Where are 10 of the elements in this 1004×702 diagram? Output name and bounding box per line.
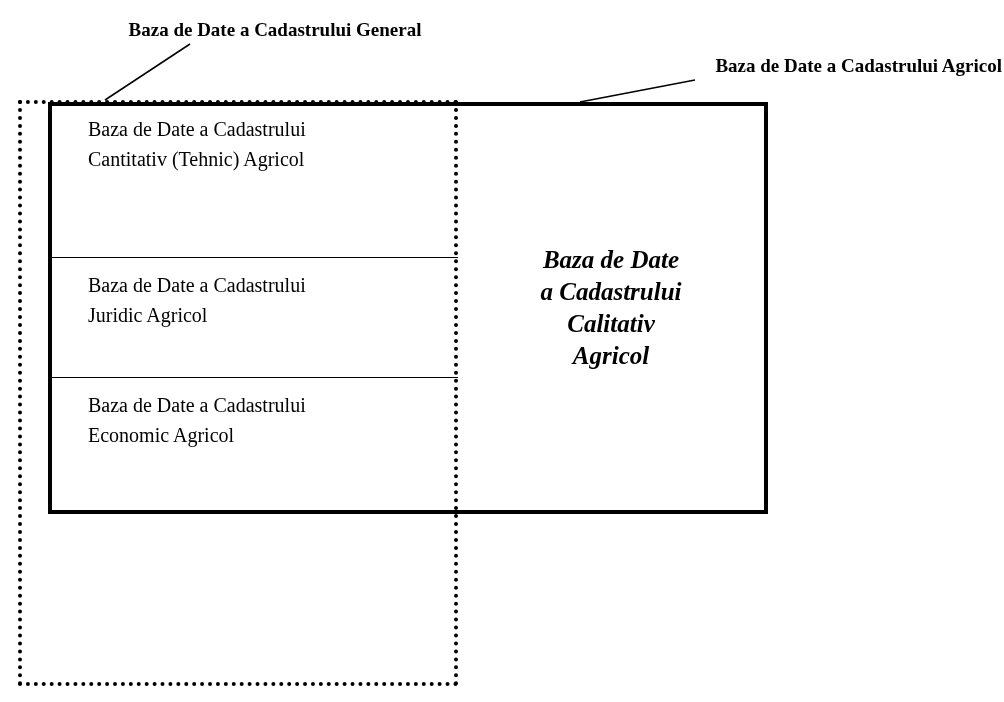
- region-text: Baza de Date a Cadastrului Calitativ Agricol: [458, 106, 764, 510]
- table-row: Baza de Date a Cadastrului Juridic Agricol: [48, 258, 458, 378]
- table-row: Baza de Date a Cadastrului Cantitativ (Tehnic) Agricol: [48, 102, 458, 258]
- heading-label: Baza de Date a Cadastrului Agricol: [520, 52, 1002, 80]
- heading-label: Baza de Date a Cadastrului General: [110, 16, 440, 44]
- table-row: Baza de Date a Cadastrului Economic Agricol: [48, 378, 458, 514]
- leader-line: [104, 43, 191, 101]
- dotted-frame: [18, 100, 458, 686]
- thick-frame: [48, 102, 768, 514]
- leader-line: [579, 79, 696, 103]
